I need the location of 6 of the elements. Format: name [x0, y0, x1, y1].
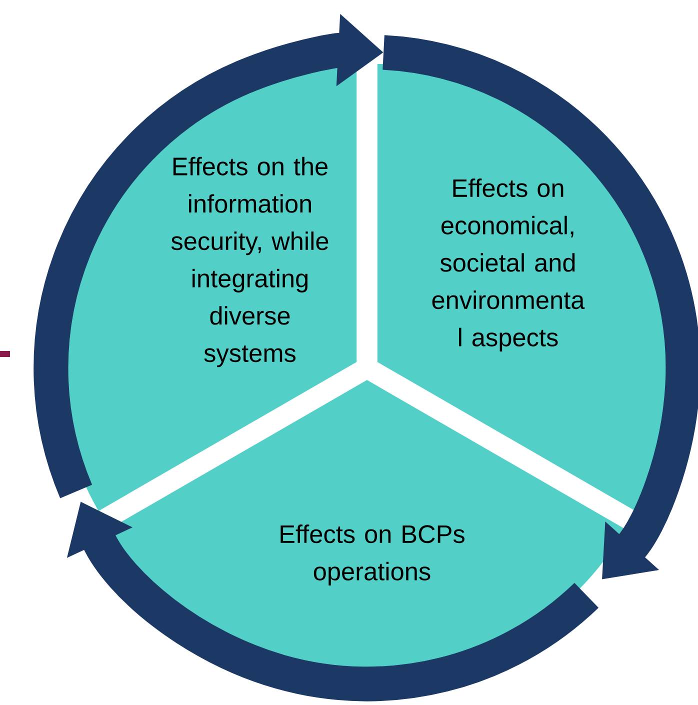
pie-sector: Effects on economical, societal and environmenta l aspects: [377, 64, 676, 511]
pie-sector: Effects on the information security, while integrating diverse systems: [58, 64, 357, 511]
node-label: Effects on economical, societal and environmenta l aspects: [432, 178, 585, 352]
node-label: Effects on BCPs operations: [280, 524, 464, 586]
pie-sector: Effects on BCPs operations: [108, 380, 626, 678]
node-label: Effects on the information security, while integrating diverse systems: [171, 156, 328, 368]
